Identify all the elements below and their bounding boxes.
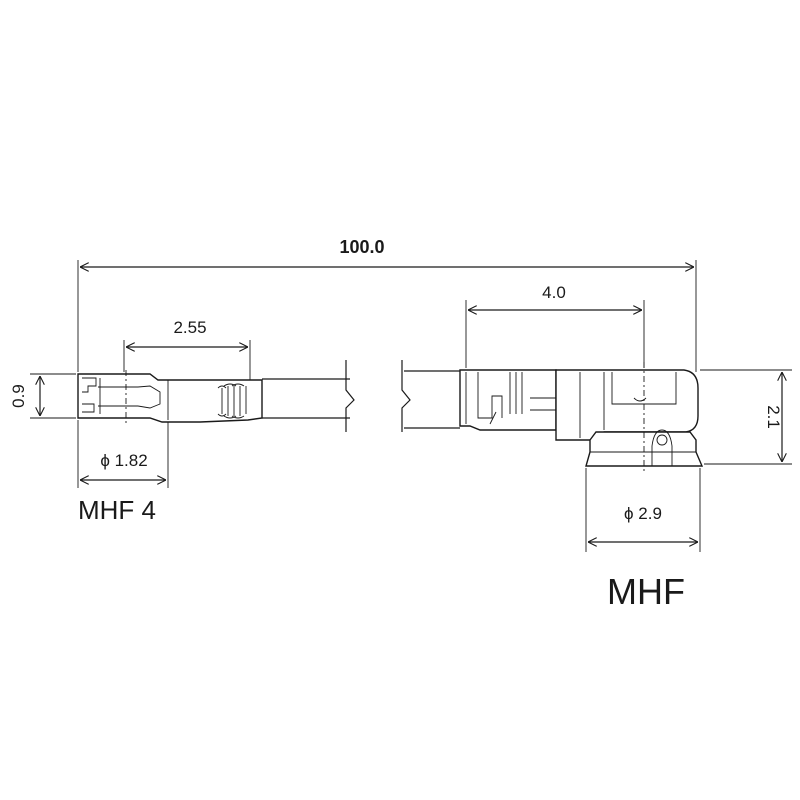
mhf4-height-label: 0.9	[9, 384, 28, 408]
mhf4-connector-label: MHF 4	[78, 495, 156, 525]
mhf-connector	[459, 362, 704, 474]
mhf4-height-dimension: 0.9	[9, 373, 76, 419]
mhf-height-label: 2.1	[764, 405, 783, 429]
mhf4-diameter-dimension: ϕ 1.82	[77, 420, 169, 488]
mhf-length-dimension: 4.0	[465, 283, 645, 368]
mhf-diameter-dimension: ϕ 2.9	[585, 468, 701, 552]
overall-length-label: 100.0	[339, 237, 384, 257]
mhf-length-label: 4.0	[542, 283, 566, 302]
mhf-diameter-label: ϕ 2.9	[624, 504, 662, 523]
mhf4-connector	[77, 370, 263, 424]
mhf-connector-label: MHF	[607, 571, 685, 612]
right-cable-section	[401, 360, 460, 432]
overall-length-dimension: 100.0	[77, 237, 697, 372]
mhf4-length-label: 2.55	[173, 318, 206, 337]
mhf4-length-dimension: 2.55	[123, 318, 251, 380]
left-cable-section	[262, 360, 355, 432]
mhf4-diameter-label: ϕ 1.82	[100, 451, 147, 470]
mhf-height-dimension: 2.1	[700, 369, 792, 465]
